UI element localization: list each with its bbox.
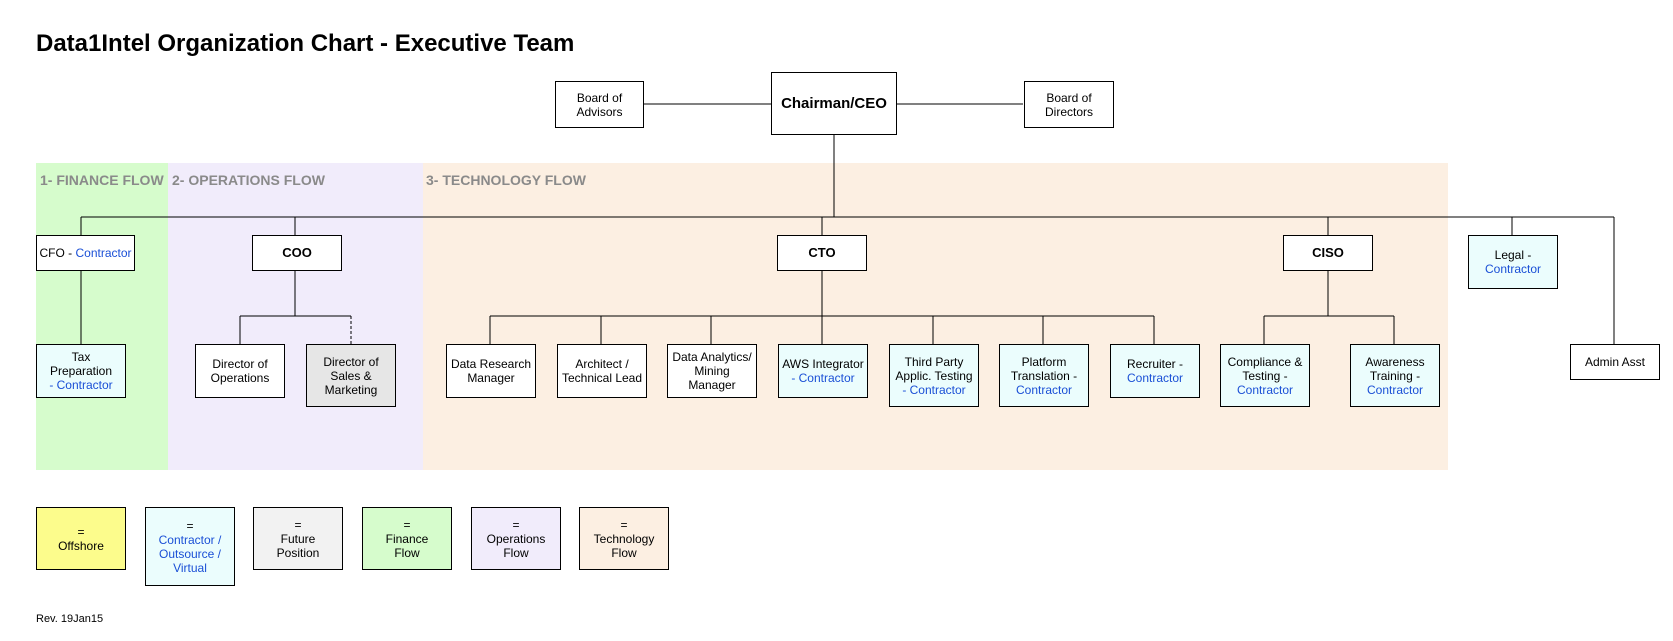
revision-label: Rev. 19Jan15 [36, 613, 104, 625]
platform-translation-box: Platform Translation - Contractor [999, 344, 1089, 407]
legend-operations-flow: = Operations Flow [471, 507, 561, 570]
page-title: Data1Intel Organization Chart - Executiv… [36, 30, 575, 57]
compliance-testing-box: Compliance & Testing - Contractor [1220, 344, 1310, 407]
admin-asst-box: Admin Asst [1570, 344, 1660, 380]
legend-finance-flow: = Finance Flow [362, 507, 452, 570]
legend-contractor: = Contractor / Outsource / Virtual [145, 507, 235, 586]
ciso-box: CISO [1283, 235, 1373, 271]
legend-future-position: = Future Position [253, 507, 343, 570]
tax-preparation-box: Tax Preparation - Contractor [36, 344, 126, 398]
legal-box: Legal - Contractor [1468, 235, 1558, 289]
architect-technical-lead-box: Architect / Technical Lead [557, 344, 647, 398]
board-of-directors-box: Board of Directors [1024, 81, 1114, 128]
board-of-advisors-box: Board of Advisors [555, 81, 644, 128]
technology-flow-label: 3- TECHNOLOGY FLOW [426, 172, 586, 188]
finance-flow-label: 1- FINANCE FLOW [40, 172, 164, 188]
aws-integrator-box: AWS Integrator - Contractor [778, 344, 868, 398]
coo-box: COO [252, 235, 342, 271]
legend-technology-flow: = Technology Flow [579, 507, 669, 570]
chairman-ceo-box: Chairman/CEO [771, 72, 897, 135]
finance-flow-band [36, 163, 168, 470]
recruiter-box: Recruiter - Contractor [1110, 344, 1200, 398]
legend-offshore: = Offshore [36, 507, 126, 570]
data-research-manager-box: Data Research Manager [446, 344, 536, 398]
cfo-box: CFO - Contractor [36, 235, 135, 271]
cto-box: CTO [777, 235, 867, 271]
operations-flow-label: 2- OPERATIONS FLOW [172, 172, 325, 188]
data-analytics-manager-box: Data Analytics/ Mining Manager [667, 344, 757, 398]
third-party-testing-box: Third Party Applic. Testing - Contractor [889, 344, 979, 407]
director-sales-marketing-box: Director of Sales & Marketing [306, 344, 396, 407]
awareness-training-box: Awareness Training - Contractor [1350, 344, 1440, 407]
director-operations-box: Director of Operations [195, 344, 285, 398]
